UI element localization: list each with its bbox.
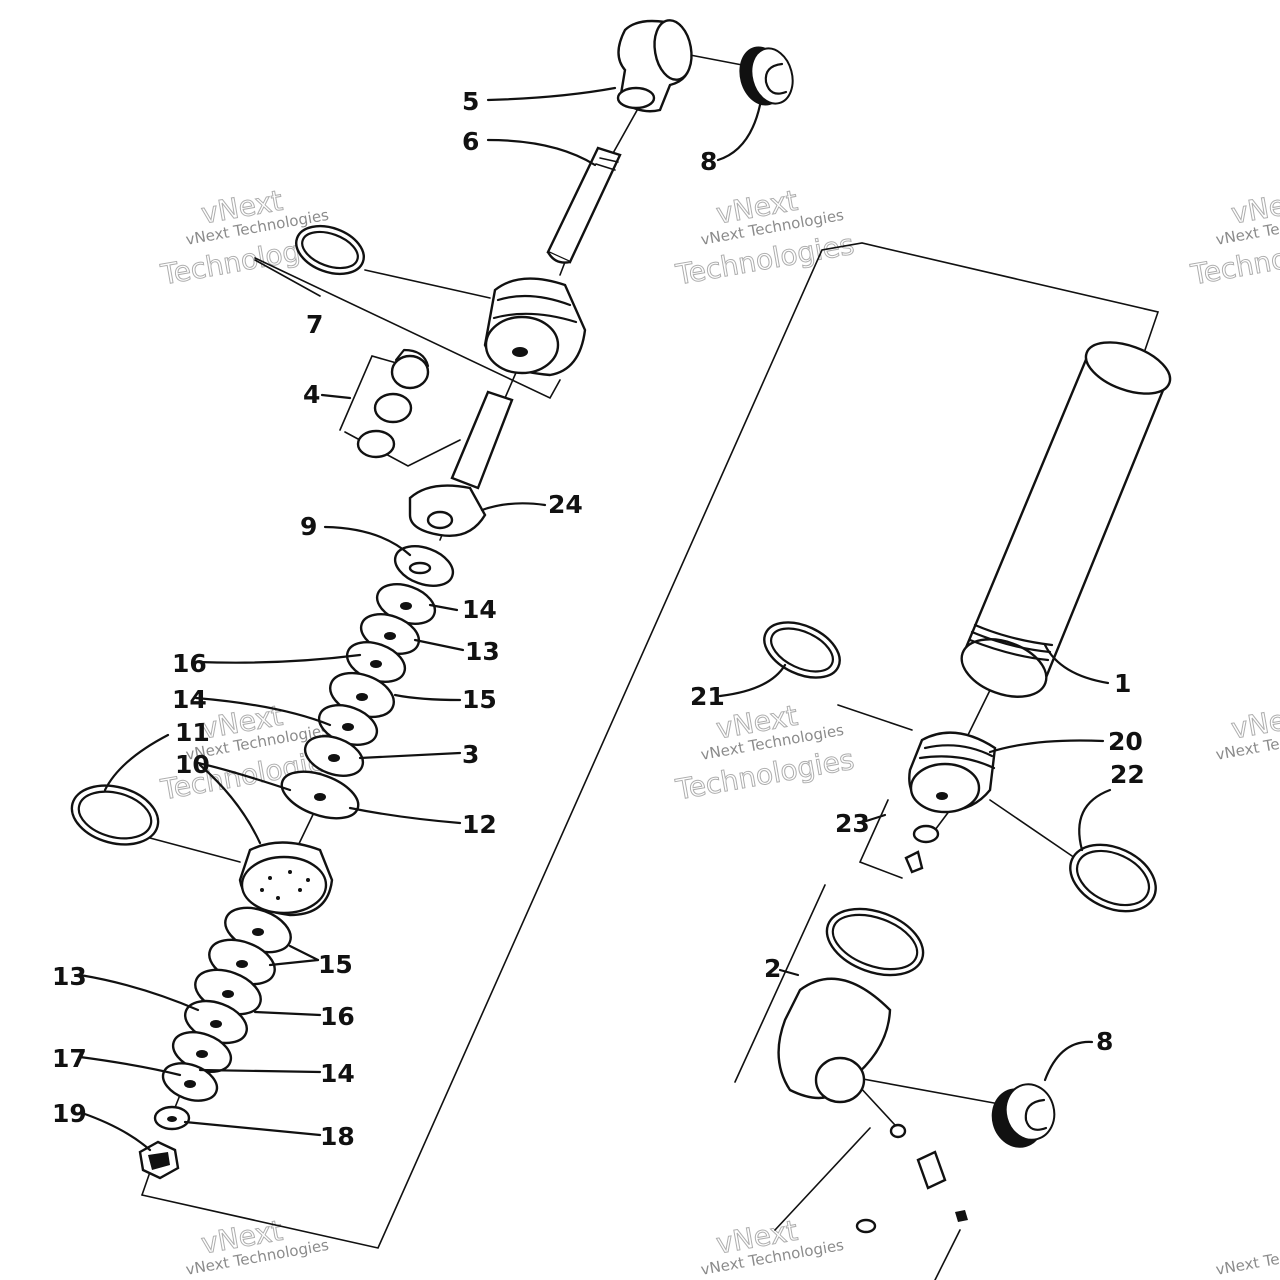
part-8-bushing — [991, 1083, 1056, 1148]
callout-6: 6 — [462, 127, 479, 156]
callout-19: 19 — [52, 1099, 87, 1128]
callout-12: 12 — [462, 810, 497, 839]
part-1-cylinder — [960, 341, 1172, 698]
callout-17: 17 — [52, 1044, 87, 1073]
callout-10: 10 — [175, 750, 210, 779]
callout-18: 18 — [320, 1122, 355, 1151]
callout-15-b: 15 — [318, 950, 353, 979]
watermark: vNext Technologies — [1214, 1236, 1280, 1279]
rod-valve-stack-upper — [280, 545, 455, 820]
callout-3: 3 — [462, 740, 479, 769]
callout-11: 11 — [175, 718, 210, 747]
callout-23: 23 — [835, 809, 870, 838]
callout-8-top: 8 — [700, 147, 717, 176]
part-7-piston — [483, 277, 587, 377]
callout-20: 20 — [1108, 727, 1143, 756]
callout-15-a: 15 — [462, 685, 497, 714]
part-rod-lower — [450, 390, 514, 490]
part-10-piston — [238, 841, 334, 917]
callout-16-a: 16 — [172, 649, 207, 678]
callout-4: 4 — [303, 380, 320, 409]
callout-1: 1 — [1114, 669, 1131, 698]
part-21-ring — [763, 621, 841, 679]
part-2-end-cap — [777, 977, 892, 1104]
callout-21: 21 — [690, 682, 725, 711]
part-18-washer — [153, 1105, 191, 1131]
callout-13-b: 13 — [52, 962, 87, 991]
callout-14-b: 14 — [172, 685, 207, 714]
watermark: vNext vNext Technologies Technologies — [1187, 183, 1280, 292]
watermark: vNext vNext Technologies — [1214, 698, 1280, 763]
callout-2: 2 — [764, 954, 781, 983]
rod-valve-stack-lower — [161, 906, 292, 1102]
part-6-piston-rod — [546, 146, 622, 264]
callout-8-bottom: 8 — [1096, 1027, 1113, 1056]
watermark: vNext vNext Technologies Technologies — [672, 183, 857, 292]
watermark: vNext vNext Technologies — [699, 1213, 845, 1278]
callout-16-b: 16 — [320, 1002, 355, 1031]
part-20-base-valve — [908, 731, 997, 814]
callout-5: 5 — [462, 87, 479, 116]
part-5-rod-eye — [616, 19, 693, 113]
callout-9: 9 — [300, 512, 317, 541]
part-8-bushing — [739, 46, 794, 106]
callout-13-a: 13 — [465, 637, 500, 666]
part-19-nut — [138, 1140, 180, 1180]
part-2-ring — [825, 907, 925, 977]
part-7-ring — [295, 224, 365, 276]
part-4-bushings — [356, 348, 430, 459]
callout-22: 22 — [1110, 760, 1145, 789]
callout-7: 7 — [306, 310, 323, 339]
part-24-seal — [408, 484, 487, 537]
part-22-ring — [1069, 843, 1157, 913]
callout-14-c: 14 — [320, 1059, 355, 1088]
part-valve-fitting — [855, 1123, 968, 1234]
leader-lines — [78, 86, 1112, 1152]
callout-14-a: 14 — [462, 595, 497, 624]
part-23-valve-parts — [904, 824, 940, 874]
callout-labels: 5 6 8 7 4 24 9 14 13 16 15 14 3 11 10 12… — [52, 87, 1145, 1151]
watermark: vNext vNext Technologies — [184, 1213, 330, 1278]
part-11-ring — [70, 784, 160, 846]
callout-24: 24 — [548, 490, 583, 519]
svg-text:vNext Technologies: vNext Technologies — [1214, 1236, 1280, 1279]
